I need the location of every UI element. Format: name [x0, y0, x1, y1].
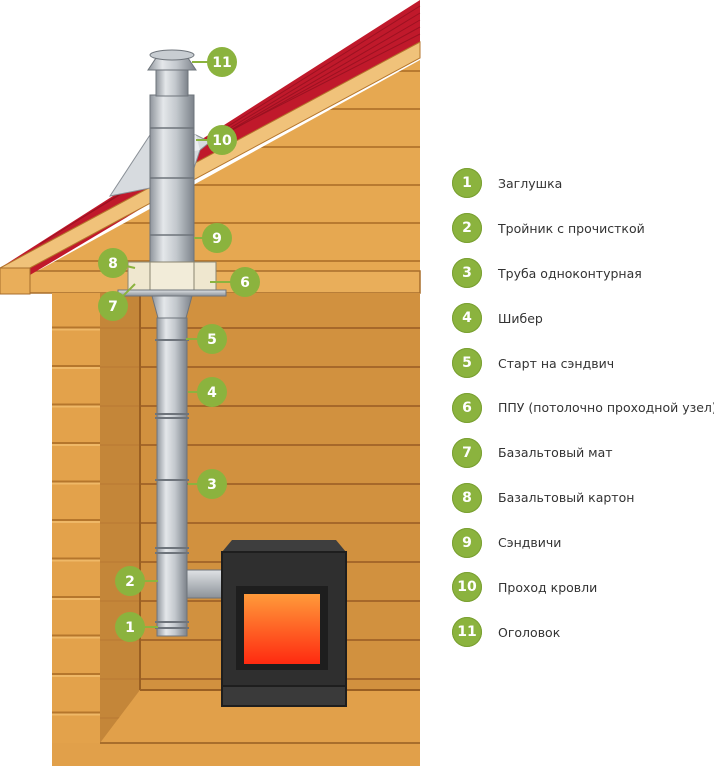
- stove: [221, 540, 347, 707]
- legend-label: Тройник с прочисткой: [498, 220, 645, 236]
- callout-10: 10: [196, 125, 237, 155]
- legend-item: 1 Заглушка: [452, 161, 714, 206]
- roof-fascia: [0, 41, 421, 285]
- callout-number: 10: [212, 133, 232, 149]
- tee-branch: [186, 569, 226, 599]
- legend-label: Сэндвичи: [498, 535, 562, 551]
- legend-item: 8 Базальтовый картон: [452, 475, 714, 520]
- chimney-cap-neck: [155, 69, 189, 97]
- legend-item: 5 Старт на сэндвич: [452, 341, 714, 386]
- legend-label: ППУ (потолочно проходной узел): [498, 400, 714, 416]
- legend-item: 10 Проход кровли: [452, 565, 714, 610]
- roof-eave: [0, 267, 31, 295]
- legend-badge: 10: [452, 572, 482, 603]
- callout-7: 7: [98, 283, 136, 321]
- legend-item: 11 Оголовок: [452, 610, 714, 655]
- callout-number: 9: [212, 231, 222, 247]
- callout-5: 5: [186, 324, 227, 354]
- legend-badge: 5: [452, 348, 482, 378]
- legend-label: Оголовок: [498, 624, 561, 640]
- legend-badge: 4: [452, 303, 482, 334]
- legend-item: 2 Тройник с прочисткой: [452, 206, 714, 251]
- legend-item: 3 Труба одноконтурная: [452, 251, 714, 296]
- stove-fire-window: [244, 594, 320, 664]
- outer-wall-left: [52, 293, 100, 766]
- callout-number: 7: [108, 299, 118, 315]
- callout-11: 11: [192, 47, 237, 77]
- callout-number: 6: [240, 275, 250, 291]
- legend: 1 Заглушка 2 Тройник с прочисткой 3 Труб…: [452, 161, 714, 655]
- legend-item: 9 Сэндвичи: [452, 520, 714, 565]
- legend-badge: 6: [452, 392, 482, 423]
- room-side-wall: [100, 293, 140, 743]
- legend-label: Базальтовый мат: [498, 445, 613, 461]
- callout-layer: 11 10 9 8 7 6 5: [98, 47, 260, 642]
- legend-badge: 3: [452, 258, 482, 289]
- legend-label: Проход кровли: [498, 579, 598, 595]
- callout-number: 8: [108, 256, 118, 272]
- callout-8: 8: [98, 248, 136, 278]
- legend-badge: 7: [452, 437, 482, 468]
- legend-label: Труба одноконтурная: [498, 265, 642, 281]
- callout-number: 3: [207, 477, 217, 493]
- legend-badge: 11: [452, 617, 482, 648]
- callout-number: 4: [207, 385, 217, 401]
- legend-item: 6 ППУ (потолочно проходной узел): [452, 385, 714, 430]
- callout-3: 3: [188, 469, 227, 499]
- callout-1: 1: [115, 612, 158, 642]
- sandwich-start: [151, 295, 193, 319]
- legend-badge: 9: [452, 527, 482, 558]
- callout-6: 6: [210, 267, 260, 297]
- callout-2: 2: [115, 566, 158, 596]
- callout-number: 2: [125, 574, 135, 590]
- callout-4: 4: [188, 377, 227, 407]
- callout-number: 5: [207, 332, 217, 348]
- legend-label: Шибер: [498, 310, 543, 326]
- legend-label: Базальтовый картон: [498, 490, 635, 506]
- legend-label: Заглушка: [498, 175, 563, 191]
- legend-label: Старт на сэндвич: [498, 355, 615, 371]
- legend-badge: 1: [452, 168, 482, 199]
- legend-badge: 2: [452, 213, 482, 244]
- ceiling-pass-plate: [117, 289, 227, 297]
- room-floor: [52, 690, 420, 766]
- callout-9: 9: [194, 223, 232, 253]
- callout-number: 11: [212, 55, 231, 71]
- single-wall-pipe: [156, 317, 188, 637]
- legend-badge: 8: [452, 482, 482, 513]
- legend-item: 7 Базальтовый мат: [452, 430, 714, 475]
- callout-number: 1: [125, 620, 135, 636]
- attic-gable-wall: [30, 60, 420, 280]
- legend-item: 4 Шибер: [452, 296, 714, 341]
